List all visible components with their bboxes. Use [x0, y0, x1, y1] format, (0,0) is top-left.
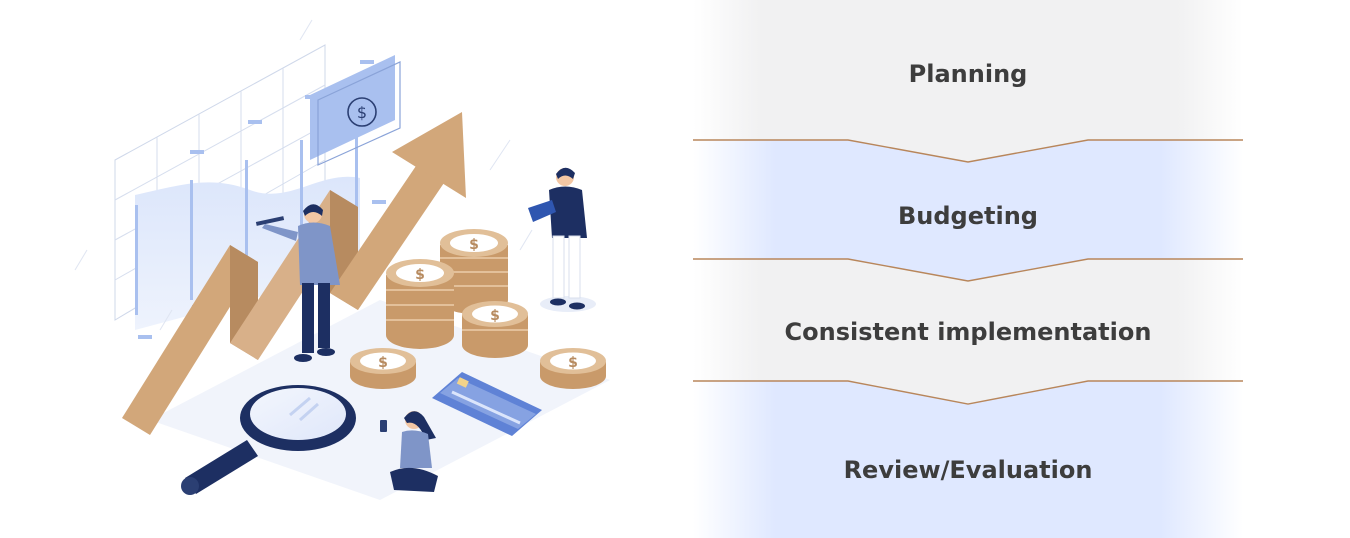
financial-growth-illustration: $ — [74, 19, 610, 500]
coin-symbol: $ — [415, 267, 425, 283]
coin-symbol: $ — [378, 355, 388, 371]
coin-symbol: $ — [568, 355, 578, 371]
banknote-currency-symbol: $ — [357, 103, 367, 122]
step-dividers — [693, 139, 1243, 405]
decorative-lines — [74, 19, 533, 331]
coin-single-left: $ — [350, 348, 416, 389]
step-planning-label: Planning — [909, 60, 1028, 88]
step-planning: Planning — [693, 0, 1243, 162]
banknote: $ — [310, 55, 401, 166]
step-implementation: Consistent implementation — [693, 259, 1243, 404]
step-review: Review/Evaluation — [693, 381, 1243, 538]
step-budgeting: Budgeting — [693, 140, 1243, 281]
magnifying-glass — [181, 385, 356, 495]
coin-symbol: $ — [490, 308, 500, 324]
step-review-label: Review/Evaluation — [844, 456, 1093, 484]
coin-stack-mid: $ — [462, 301, 528, 358]
coin-symbol: $ — [469, 237, 479, 253]
man-drawing-figure — [255, 204, 340, 362]
coin-stack-tall: $ — [386, 259, 454, 349]
credit-card — [432, 372, 542, 436]
step-budgeting-label: Budgeting — [898, 202, 1038, 230]
step-implementation-label: Consistent implementation — [785, 318, 1152, 346]
coin-single-right: $ — [540, 348, 606, 389]
man-with-tablet-figure — [528, 167, 596, 312]
woman-with-phone-figure — [380, 411, 438, 492]
